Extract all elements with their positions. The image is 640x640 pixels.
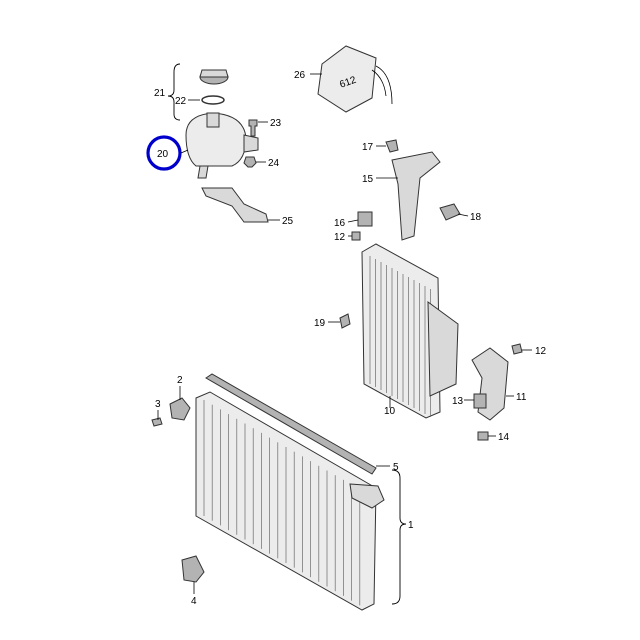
callout-labels: 21 22 20 23 24 25 26 17 15 16 12 18 19 1… bbox=[154, 70, 547, 607]
leader-lines bbox=[157, 63, 532, 605]
cooler-mount-bracket[interactable] bbox=[471, 347, 509, 421]
radiator-seal-strip[interactable] bbox=[205, 373, 377, 475]
callout-3: 3 bbox=[155, 399, 161, 410]
cooler-mount-group bbox=[471, 343, 523, 441]
callout-13: 13 bbox=[452, 396, 464, 407]
callout-1: 1 bbox=[408, 520, 414, 531]
tank-nut[interactable] bbox=[243, 156, 257, 168]
tank-bolt[interactable] bbox=[248, 119, 258, 137]
callout-15: 15 bbox=[362, 174, 374, 185]
callout-2: 2 bbox=[177, 375, 183, 386]
radiator-group bbox=[151, 373, 385, 611]
temperature-sensor[interactable] bbox=[317, 45, 377, 113]
radiator-mount-lower[interactable] bbox=[181, 555, 205, 583]
callout-12a: 12 bbox=[334, 232, 346, 243]
callout-12b: 12 bbox=[535, 346, 547, 357]
callout-17: 17 bbox=[362, 142, 374, 153]
auxiliary-cooler[interactable] bbox=[361, 243, 441, 419]
callout-5: 5 bbox=[393, 462, 399, 473]
callout-18: 18 bbox=[470, 212, 482, 223]
highlight-circle bbox=[146, 135, 182, 171]
cooler-bracket-group bbox=[351, 139, 461, 241]
callout-21: 21 bbox=[154, 88, 166, 99]
callout-26: 26 bbox=[294, 70, 306, 81]
expansion-tank-group bbox=[185, 69, 269, 223]
callout-10: 10 bbox=[384, 406, 396, 417]
temperature-sensor-group: 612 bbox=[317, 45, 393, 113]
callout-25: 25 bbox=[282, 216, 294, 227]
callout-19: 19 bbox=[314, 318, 326, 329]
radiator-screw[interactable] bbox=[151, 417, 163, 427]
callout-22: 22 bbox=[175, 96, 187, 107]
radiator-mount-upper[interactable] bbox=[169, 397, 191, 421]
tank-bracket[interactable] bbox=[201, 187, 269, 223]
callout-20[interactable]: 20 bbox=[157, 149, 169, 160]
callout-16: 16 bbox=[334, 218, 346, 229]
callout-23: 23 bbox=[270, 118, 282, 129]
callout-11: 11 bbox=[516, 392, 527, 403]
callout-24: 24 bbox=[268, 158, 280, 169]
cap-seal-ring[interactable] bbox=[201, 95, 225, 105]
callout-14: 14 bbox=[498, 432, 510, 443]
cooler-bracket[interactable] bbox=[391, 151, 441, 241]
callout-4: 4 bbox=[191, 596, 197, 607]
auxiliary-cooler-group bbox=[339, 243, 459, 419]
